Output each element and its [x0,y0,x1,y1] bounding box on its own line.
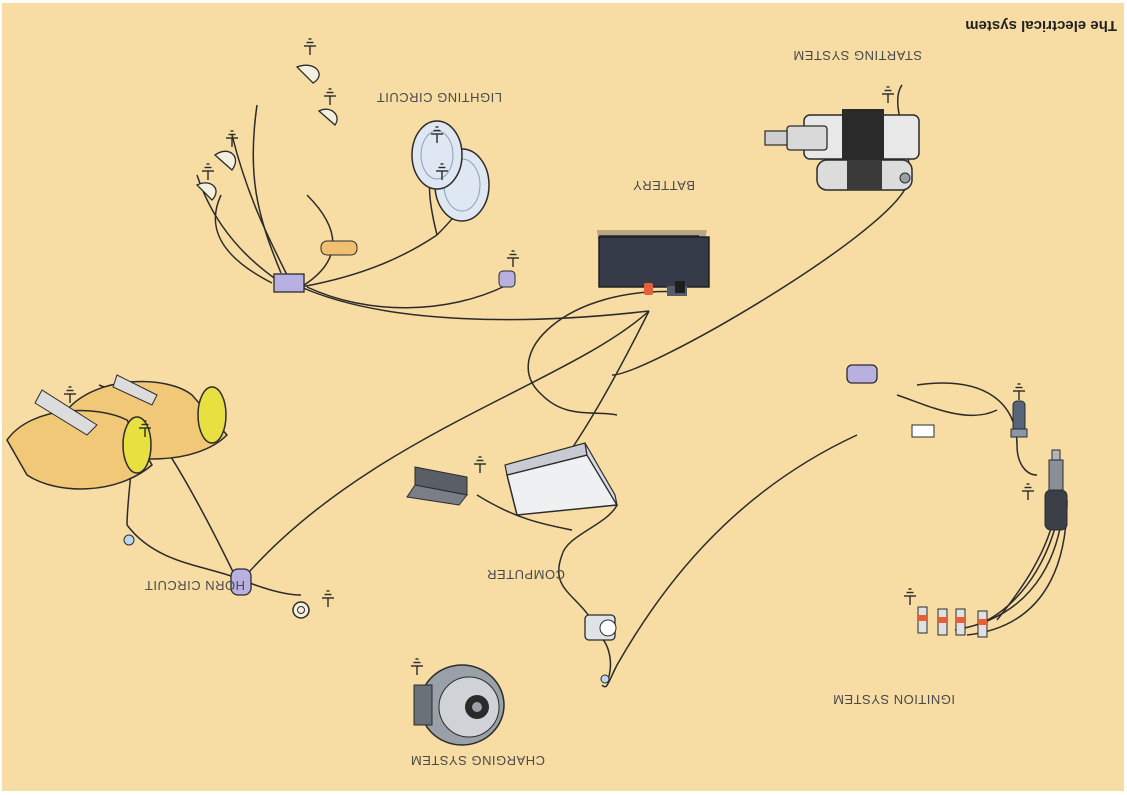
lighting-bulbs [197,65,337,200]
wire-lighting-b [253,105,281,273]
alternator-ground-icon [411,659,423,675]
label-battery: BATTERY [633,178,695,193]
computer-ground-icon [474,457,486,473]
battery [597,230,709,296]
bulb-4-ground-icon [202,164,214,180]
starter-relay [847,365,877,383]
label-charging-system: CHARGING SYSTEM [410,753,545,768]
wire-lighting-lamp [307,285,507,308]
wire-lighting-headlamp [301,235,437,287]
bulb-1-ground-icon [324,89,336,105]
bulb-2-ground-icon [304,39,316,55]
fuse-lighting [321,241,357,255]
wire-starter-alternator [602,435,857,687]
label-starting-system: STARTING SYSTEM [793,48,922,63]
coil-ground-icon [1013,384,1025,400]
plugs-ground-icon [904,589,916,605]
headlamp-2 [412,121,462,189]
label-horn-circuit: HORN CIRCUIT [144,578,245,593]
label-computer: COMPUTER [487,567,565,582]
lighting-lamp-small [499,271,515,287]
distributor-ground-icon [1022,484,1034,500]
label-lighting-circuit: LIGHTING CIRCUIT [376,90,502,105]
wire-horn-junction [127,525,242,580]
spark-plugs [918,607,987,637]
figure-title: The electrical system [965,17,1117,34]
lamp-small-ground-icon [507,251,519,267]
bulb-3-ground-icon [226,131,238,147]
wire-lighting-a [232,135,287,275]
horn-button-ground-icon [322,591,334,607]
horn-2-ground-icon [64,387,76,403]
charging-junction [601,675,609,683]
voltage-regulator [585,615,616,640]
light-switch [274,274,304,292]
label-ignition-system: IGNITION SYSTEM [833,692,955,707]
horn-junction [124,535,134,545]
wire-coil-starter [897,395,997,415]
computer-bracket [407,467,467,505]
starter-ground-icon [882,87,894,103]
computer-module [505,443,617,515]
wire-battery-horn-relay [242,311,649,580]
distributor [1045,450,1067,530]
alternator [414,665,504,745]
wires [99,85,1067,687]
wire-battery-lighting [301,287,649,320]
horn-button [293,602,309,618]
starter-motor [765,109,919,190]
